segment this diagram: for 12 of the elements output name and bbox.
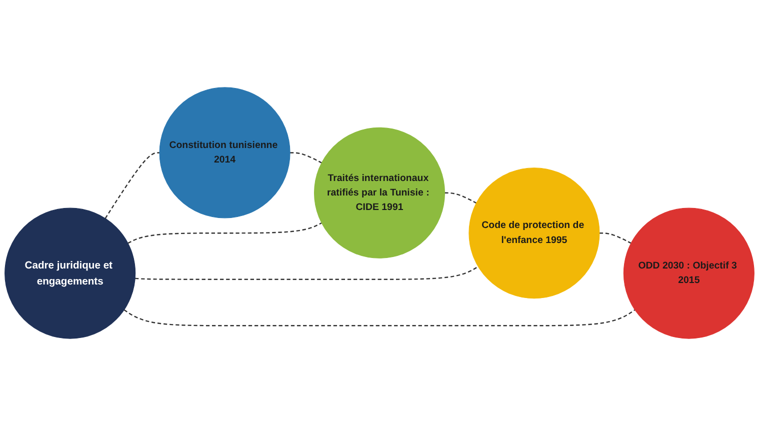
connector [599,232,632,244]
node-circle: Cadre juridique et engagements [4,208,136,339]
connector [135,266,479,280]
node-circle: Traités internationaux ratifiés par la Tunisie : CIDE 1991 [314,127,446,258]
connector [128,222,322,244]
node-circle: ODD 2030 : Objectif 3 2015 [623,208,754,339]
connector [124,309,636,326]
node-circle: Code de protection de l'enfance 1995 [468,168,600,299]
connector [290,152,322,164]
node-circle: Constitution tunisienne 2014 [159,87,290,218]
connector [444,192,477,204]
connector [104,152,160,219]
